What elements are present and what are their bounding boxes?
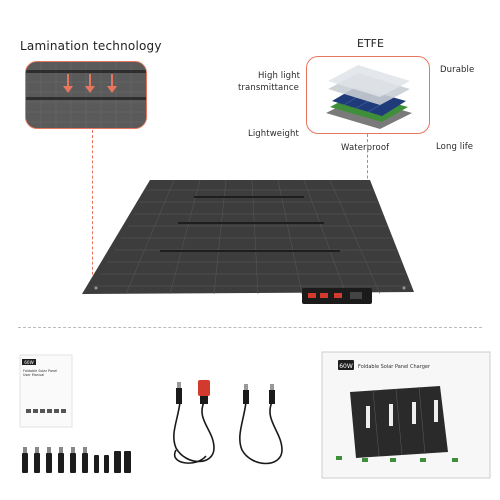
user-manual: 60W Foldable Solar Panel User Manual — [19, 354, 73, 428]
red-connector — [198, 380, 210, 396]
box-title: Foldable Solar Panel Charger — [358, 364, 431, 370]
lamination-heading: Lamination technology — [20, 39, 162, 53]
feature-long-life: Long life — [436, 142, 474, 152]
down-arrow-icon — [63, 74, 73, 93]
etfe-heading: ETFE — [357, 37, 384, 50]
manual-badge: 60W — [24, 360, 33, 365]
lamination-zoom-graphic — [26, 62, 146, 128]
lamination-zoom — [25, 61, 147, 129]
box-badge: 60W — [339, 363, 353, 370]
feature-lightweight: Lightweight — [248, 129, 299, 139]
feature-waterproof: Waterproof — [341, 143, 390, 153]
etfe-layers-graphic — [326, 65, 412, 129]
manual-title-1: Foldable Solar Panel — [23, 369, 57, 373]
retail-box: 60W Foldable Solar Panel Charger — [321, 351, 491, 479]
dc-cable — [239, 401, 283, 465]
manual-title-2: User Manual — [23, 373, 44, 377]
connector-line — [367, 134, 368, 194]
feature-high-light-line2: transmittance — [238, 83, 299, 93]
usb-port-box — [302, 288, 372, 304]
down-arrow-icon — [85, 74, 95, 93]
connector-line — [92, 130, 93, 290]
solar-panel-graphic — [82, 179, 414, 304]
section-divider — [18, 327, 482, 328]
dc-adapter-tips — [22, 447, 131, 473]
accessories-graphic: 60W Foldable Solar Panel User Manual 60W… — [19, 351, 491, 479]
feature-high-light-line1: High light — [258, 71, 301, 81]
anderson-cable — [173, 401, 215, 464]
dc-plug — [176, 388, 182, 404]
etfe-frame — [306, 56, 430, 134]
down-arrow-icon — [107, 74, 117, 93]
feature-durable: Durable — [440, 65, 475, 75]
